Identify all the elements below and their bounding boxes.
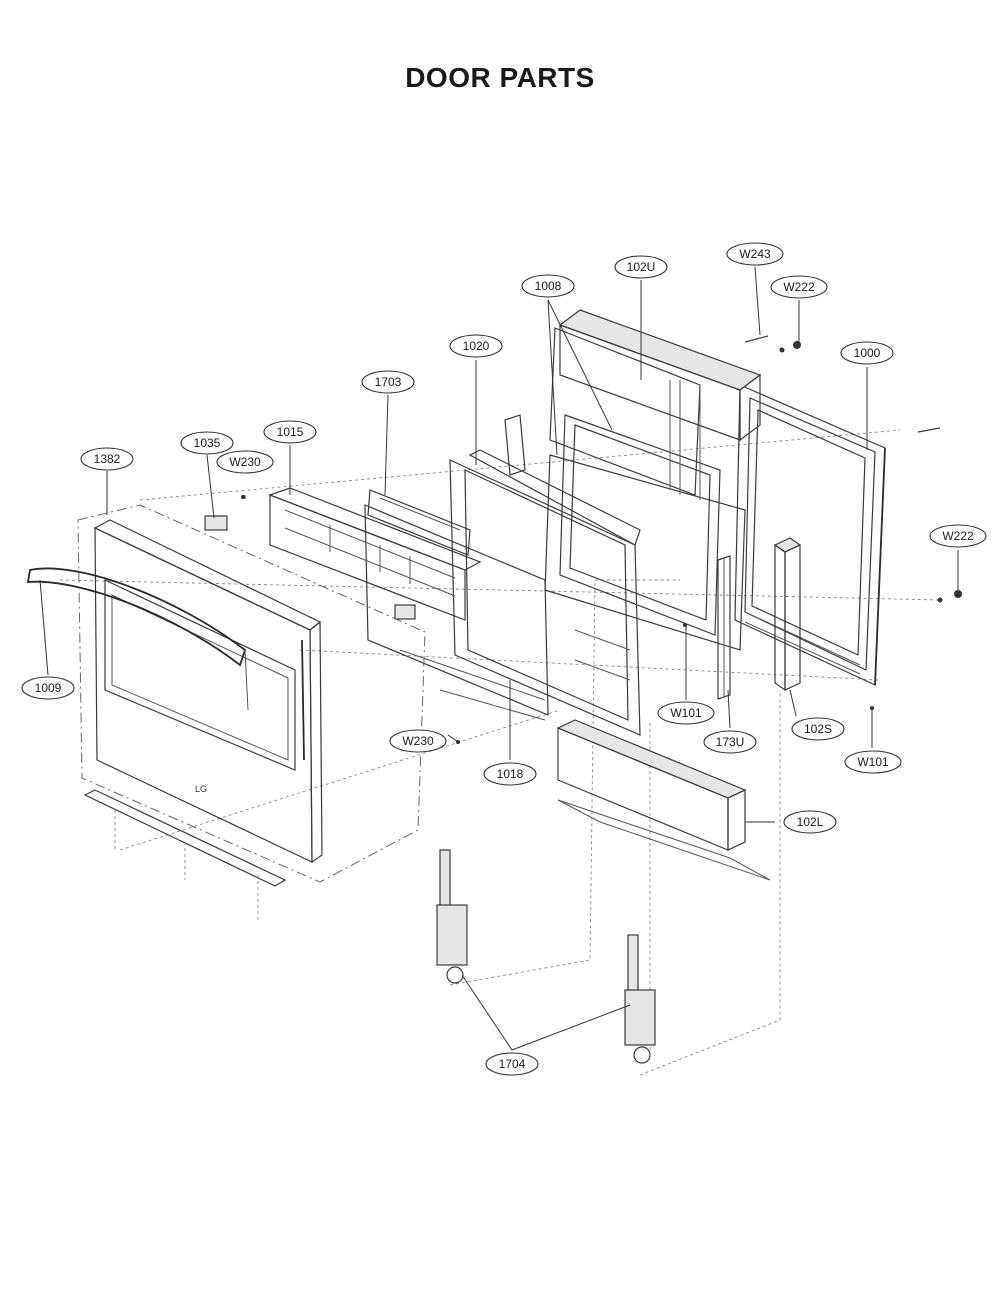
callout-W222-right: W222 xyxy=(929,524,987,548)
label-1015: 1015 xyxy=(277,425,304,439)
label-1382: 1382 xyxy=(94,452,121,466)
label-W222: W222 xyxy=(942,529,974,543)
assembly-guide-lines xyxy=(59,429,941,1076)
leader-lines xyxy=(39,266,959,1051)
callout-1000: 1000 xyxy=(840,341,894,365)
label-W101: W101 xyxy=(670,706,702,720)
label-1703: 1703 xyxy=(375,375,402,389)
part-102L-lower-insulation xyxy=(556,719,771,881)
callout-1703: 1703 xyxy=(361,370,415,394)
part-1704-hinges xyxy=(436,849,656,1064)
callout-1009: 1009 xyxy=(21,676,75,700)
callout-102S: 102S xyxy=(791,717,845,741)
part-1009-door-handle xyxy=(26,567,249,711)
label-1009: 1009 xyxy=(35,681,62,695)
label-W230: W230 xyxy=(402,734,434,748)
label-1018: 1018 xyxy=(497,767,524,781)
callout-1704: 1704 xyxy=(485,1052,539,1076)
screws xyxy=(241,335,962,744)
label-1704: 1704 xyxy=(499,1057,526,1071)
callout-1018: 1018 xyxy=(483,762,537,786)
label-102S: 102S xyxy=(804,722,832,736)
callout-1008: 1008 xyxy=(521,274,575,298)
label-W243: W243 xyxy=(739,247,771,261)
callout-W230-bottom: W230 xyxy=(389,729,447,753)
callout-1020: 1020 xyxy=(449,334,503,358)
label-1020: 1020 xyxy=(463,339,490,353)
part-102U-upper-insulation xyxy=(558,309,762,442)
part-1000-outer-frame xyxy=(734,384,886,686)
label-1035: 1035 xyxy=(194,436,221,450)
callout-102L: 102L xyxy=(783,810,837,834)
callout-173U: 173U xyxy=(703,730,757,754)
callout-1382: 1382 xyxy=(80,447,134,471)
callout-W230-top: W230 xyxy=(216,450,274,474)
label-1000: 1000 xyxy=(854,346,881,360)
callout-W243: W243 xyxy=(726,242,784,266)
callout-1035: 1035 xyxy=(180,431,234,455)
door-bottom-trim xyxy=(83,789,287,920)
callout-W101-center: W101 xyxy=(657,701,715,725)
part-1018-inner-panel xyxy=(364,504,549,721)
part-102S-side-insulation xyxy=(773,537,802,692)
callout-W222-top: W222 xyxy=(770,275,828,299)
label-102L: 102L xyxy=(797,815,824,829)
part-1035-bracket xyxy=(204,515,416,620)
label-W230: W230 xyxy=(229,455,261,469)
part-173U-seal-strip xyxy=(717,555,731,700)
part-1020-inner-frame xyxy=(449,414,641,736)
part-1008-glass-panes xyxy=(544,327,746,651)
part-1382-door-outline xyxy=(77,504,426,883)
callout-W101-right: W101 xyxy=(844,750,902,774)
label-1008: 1008 xyxy=(535,279,562,293)
svg-text:LG: LG xyxy=(195,784,207,794)
part-1703-vent-bracket xyxy=(367,489,471,556)
page-title: DOOR PARTS xyxy=(405,62,595,93)
label-W222: W222 xyxy=(783,280,815,294)
part-1015-vent-duct xyxy=(268,487,482,621)
label-173U: 173U xyxy=(716,735,745,749)
label-W101: W101 xyxy=(857,755,889,769)
label-102U: 102U xyxy=(627,260,656,274)
callout-102U: 102U xyxy=(614,255,668,279)
callout-1015: 1015 xyxy=(263,420,317,444)
